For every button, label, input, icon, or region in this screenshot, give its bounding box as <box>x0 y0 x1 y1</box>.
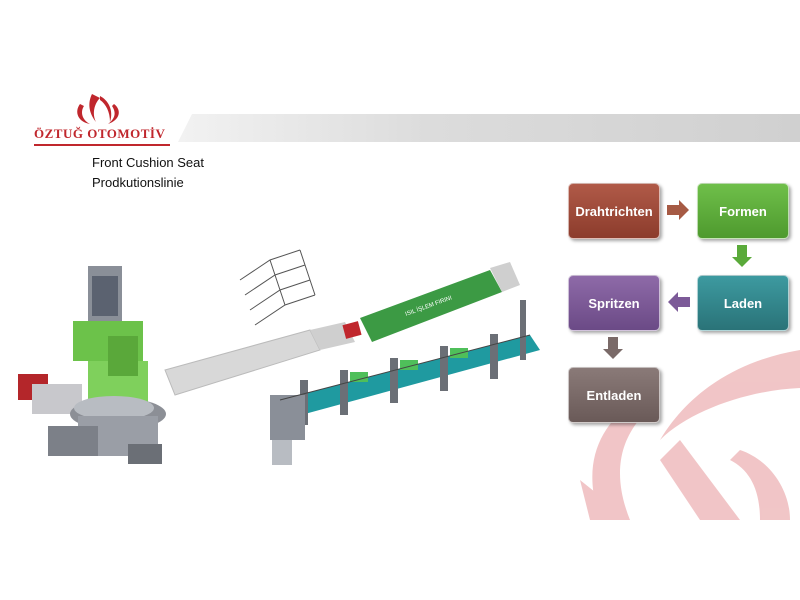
arrow-down-icon <box>603 337 623 359</box>
company-logo <box>77 94 119 124</box>
step-laden: Laden <box>697 275 789 331</box>
step-spritzen: Spritzen <box>568 275 660 331</box>
step-formen: Formen <box>697 183 789 239</box>
arrow-right-icon <box>667 200 689 220</box>
arrow-down-icon <box>732 245 752 267</box>
step-drahtrichten: Drahtrichten <box>568 183 660 239</box>
title-line-2: Prodkutionslinie <box>92 175 184 190</box>
injection-machine-illustration <box>18 266 166 464</box>
slide-title: Front Cushion Seat Prodkutionslinie <box>92 153 204 193</box>
logo-underline <box>34 144 170 146</box>
header-bar <box>178 114 800 142</box>
arrow-left-icon <box>668 292 690 312</box>
background-swoosh <box>580 350 800 520</box>
step-entladen: Entladen <box>568 367 660 423</box>
production-line-drawing: ISIL İŞLEM FIRINI <box>164 249 540 465</box>
logo-text: ÖZTUĞ OTOMOTİV <box>34 126 166 141</box>
title-line-1: Front Cushion Seat <box>92 155 205 170</box>
